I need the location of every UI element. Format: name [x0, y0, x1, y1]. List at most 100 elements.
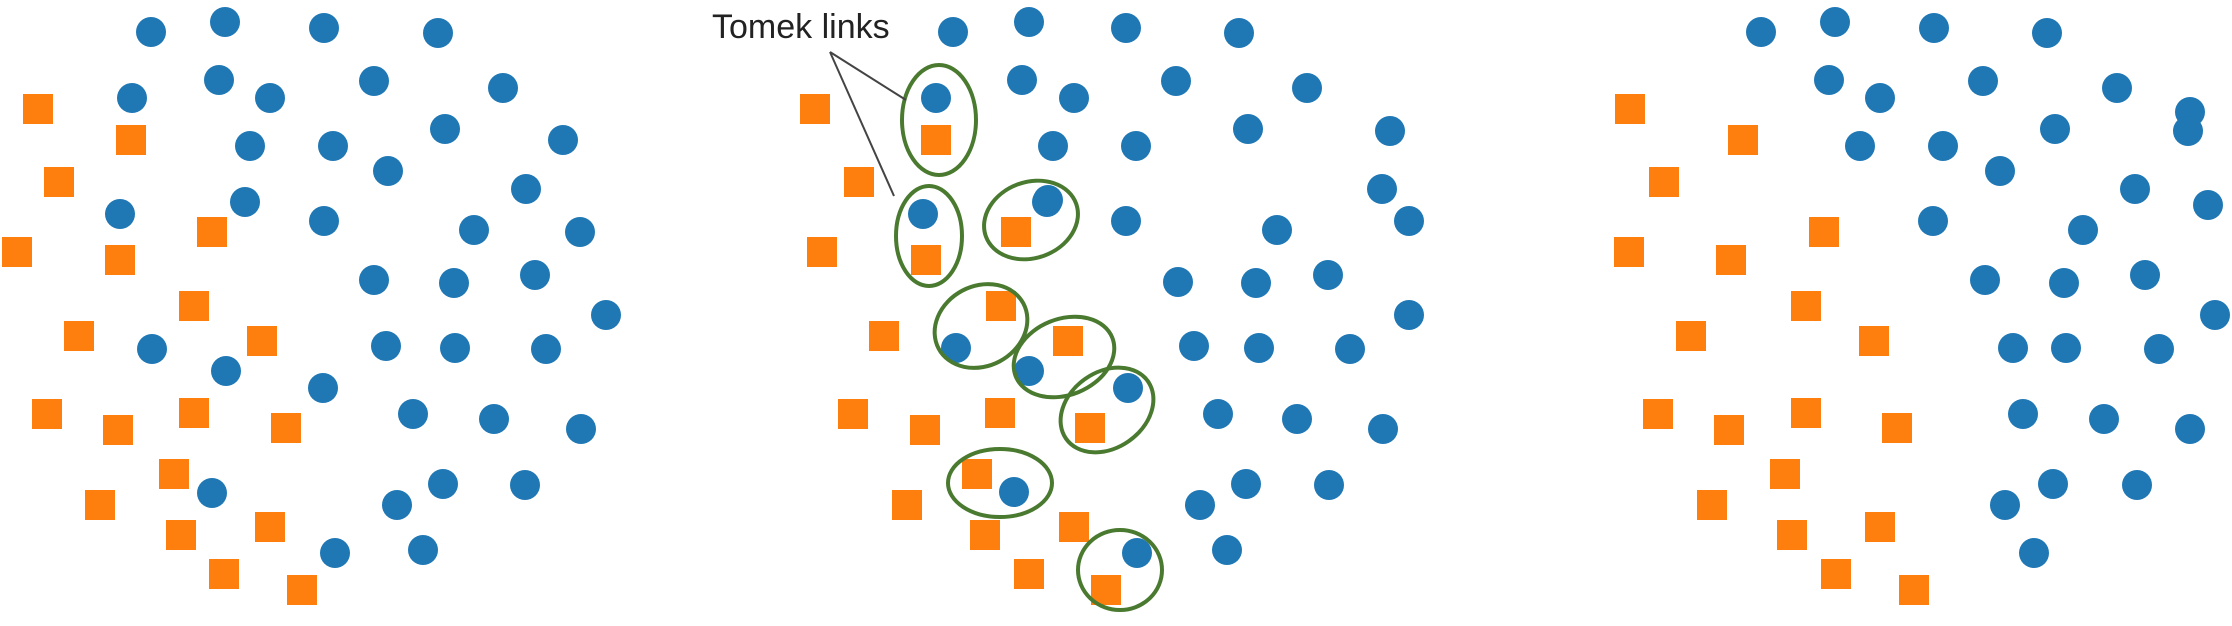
- majority-class-point: [459, 215, 489, 245]
- majority-class-point: [488, 73, 518, 103]
- majority-class-point: [479, 404, 509, 434]
- majority-class-point: [1313, 260, 1343, 290]
- minority-class-point: [1770, 459, 1800, 489]
- majority-class-point: [1375, 116, 1405, 146]
- majority-class-point: [531, 334, 561, 364]
- minority-class-point: [1053, 326, 1083, 356]
- majority-class-point: [1990, 490, 2020, 520]
- tomek-link-ellipse: [1058, 365, 1156, 455]
- majority-class-point: [235, 131, 265, 161]
- majority-class-point: [1865, 83, 1895, 113]
- majority-class-point: [105, 199, 135, 229]
- majority-class-point: [2130, 260, 2160, 290]
- majority-class-point: [1918, 206, 1948, 236]
- majority-class-point: [1038, 131, 1068, 161]
- majority-class-point: [2089, 404, 2119, 434]
- majority-class-point: [428, 469, 458, 499]
- majority-class-point: [440, 333, 470, 363]
- majority-class-point: [548, 125, 578, 155]
- callout-leader-line: [829, 51, 907, 101]
- majority-class-point: [511, 174, 541, 204]
- minority-class-point: [1791, 291, 1821, 321]
- majority-class-point: [211, 356, 241, 386]
- majority-class-point: [1233, 114, 1263, 144]
- majority-class-point: [1185, 490, 1215, 520]
- tomek-link-ellipse: [894, 184, 964, 288]
- majority-class-point: [1998, 333, 2028, 363]
- minority-class-point: [892, 490, 922, 520]
- majority-class-point: [359, 265, 389, 295]
- tomek-link-ellipse: [982, 178, 1080, 262]
- majority-class-point: [320, 538, 350, 568]
- majority-class-point: [382, 490, 412, 520]
- minority-class-point: [105, 245, 135, 275]
- minority-class-point: [179, 291, 209, 321]
- majority-class-point: [1282, 404, 1312, 434]
- panel-original-dataset: [2, 7, 621, 605]
- majority-class-point: [520, 260, 550, 290]
- majority-class-point: [1059, 83, 1089, 113]
- majority-class-point: [1368, 414, 1398, 444]
- majority-class-point: [510, 470, 540, 500]
- majority-class-point: [2122, 470, 2152, 500]
- minority-class-point: [807, 237, 837, 267]
- majority-class-point: [2008, 399, 2038, 429]
- callout-leader-line: [829, 51, 895, 197]
- minority-class-point: [962, 459, 992, 489]
- majority-class-point: [1111, 13, 1141, 43]
- tomek-links-callout: Tomek links: [712, 8, 907, 197]
- minority-class-point: [838, 399, 868, 429]
- tomek-link-ellipse: [946, 447, 1054, 519]
- majority-class-point: [2068, 215, 2098, 245]
- majority-class-point: [1241, 268, 1271, 298]
- majority-class-point: [1919, 13, 1949, 43]
- minority-class-point: [1614, 237, 1644, 267]
- majority-class-point: [117, 83, 147, 113]
- majority-class-point: [1314, 470, 1344, 500]
- panel-tomek-links: [800, 7, 1424, 612]
- minority-class-point: [921, 125, 951, 155]
- majority-class-point: [359, 66, 389, 96]
- majority-class-point: [1292, 73, 1322, 103]
- majority-class-point: [1113, 373, 1143, 403]
- minority-class-point: [869, 321, 899, 351]
- minority-class-point: [1859, 326, 1889, 356]
- majority-class-point: [2173, 116, 2203, 146]
- majority-class-point: [941, 333, 971, 363]
- majority-class-point: [197, 478, 227, 508]
- majority-class-point: [1007, 65, 1037, 95]
- minority-class-point: [159, 459, 189, 489]
- majority-class-point: [430, 114, 460, 144]
- majority-class-point: [1985, 156, 2015, 186]
- majority-class-point: [2032, 18, 2062, 48]
- minority-class-point: [1899, 575, 1929, 605]
- minority-class-point: [2, 237, 32, 267]
- minority-class-point: [1059, 512, 1089, 542]
- tomek-links-label: Tomek links: [712, 8, 890, 46]
- minority-class-point: [85, 490, 115, 520]
- minority-class-point: [1075, 413, 1105, 443]
- minority-class-point: [64, 321, 94, 351]
- tomek-link-ellipse: [1076, 528, 1164, 612]
- minority-class-point: [166, 520, 196, 550]
- minority-class-point: [1091, 575, 1121, 605]
- majority-class-point: [439, 268, 469, 298]
- majority-class-point: [1224, 18, 1254, 48]
- majority-class-point: [1161, 66, 1191, 96]
- majority-class-point: [1970, 265, 2000, 295]
- majority-class-point: [1335, 334, 1365, 364]
- minority-class-point: [103, 415, 133, 445]
- majority-class-point: [1394, 206, 1424, 236]
- majority-class-point: [1122, 538, 1152, 568]
- minority-class-point: [1882, 413, 1912, 443]
- minority-class-point: [985, 398, 1015, 428]
- majority-class-point: [591, 300, 621, 330]
- majority-class-point: [2040, 114, 2070, 144]
- minority-class-point: [287, 575, 317, 605]
- majority-class-point: [1121, 131, 1151, 161]
- majority-class-point: [230, 187, 260, 217]
- majority-class-point: [566, 414, 596, 444]
- minority-class-point: [1809, 217, 1839, 247]
- minority-class-point: [1014, 559, 1044, 589]
